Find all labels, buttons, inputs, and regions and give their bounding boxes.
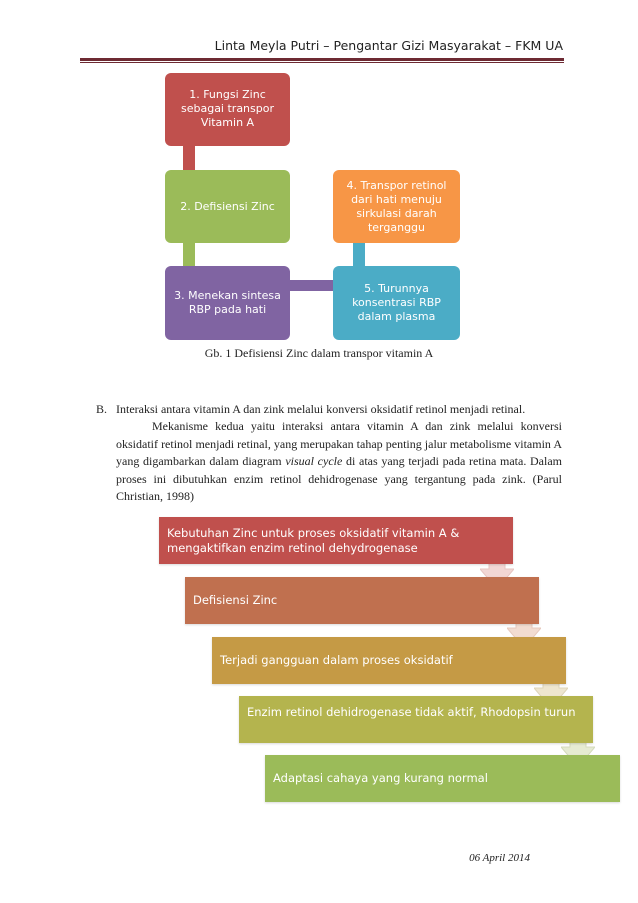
process-step-4: Enzim retinol dehidrogenase tidak aktif,…	[239, 696, 593, 743]
process-step-3: Terjadi gangguan dalam proses oksidatif	[212, 637, 566, 684]
header-rule	[80, 58, 564, 61]
process-step-1: Kebutuhan Zinc untuk proses oksidatif vi…	[159, 517, 513, 564]
connector-4-5	[353, 243, 365, 266]
diagram-box-3: 3. Menekan sintesa RBP pada hati	[165, 266, 290, 340]
section-label: B.	[96, 402, 108, 416]
section-heading-text: Interaksi antara vitamin A dan zink mela…	[116, 402, 526, 416]
figure-caption: Gb. 1 Defisiensi Zinc dalam transpor vit…	[204, 346, 434, 360]
connector-1-2	[183, 146, 195, 170]
process-step-2: Defisiensi Zinc	[185, 577, 539, 624]
diagram-box-5: 5. Turunnya konsentrasi RBP dalam plasma	[333, 266, 460, 340]
diagram-box-4: 4. Transpor retinol dari hati menuju sir…	[333, 170, 460, 243]
page-footer-date: 06 April 2014	[469, 852, 530, 864]
connector-3-5	[290, 280, 333, 291]
body-text-end: di atas yang terjadi pada retina mata. D…	[116, 454, 562, 503]
connector-2-3	[183, 243, 195, 266]
diagram-box-1: 1. Fungsi Zinc sebagai transpor Vitamin …	[165, 73, 290, 146]
process-step-5: Adaptasi cahaya yang kurang normal	[265, 755, 620, 802]
header-rule-thin	[80, 62, 564, 63]
diagram-box-2: 2. Defisiensi Zinc	[165, 170, 290, 243]
section-b-heading: B. Interaksi antara vitamin A dan zink me…	[96, 401, 562, 419]
section-b-body: Mekanisme kedua yaitu interaksi antara v…	[116, 418, 562, 506]
body-text: Mekanisme kedua yaitu interaksi antara v…	[116, 419, 562, 468]
body-italic-term: visual cycle	[285, 454, 343, 468]
page-header: Linta Meyla Putri – Pengantar Gizi Masya…	[214, 38, 563, 53]
